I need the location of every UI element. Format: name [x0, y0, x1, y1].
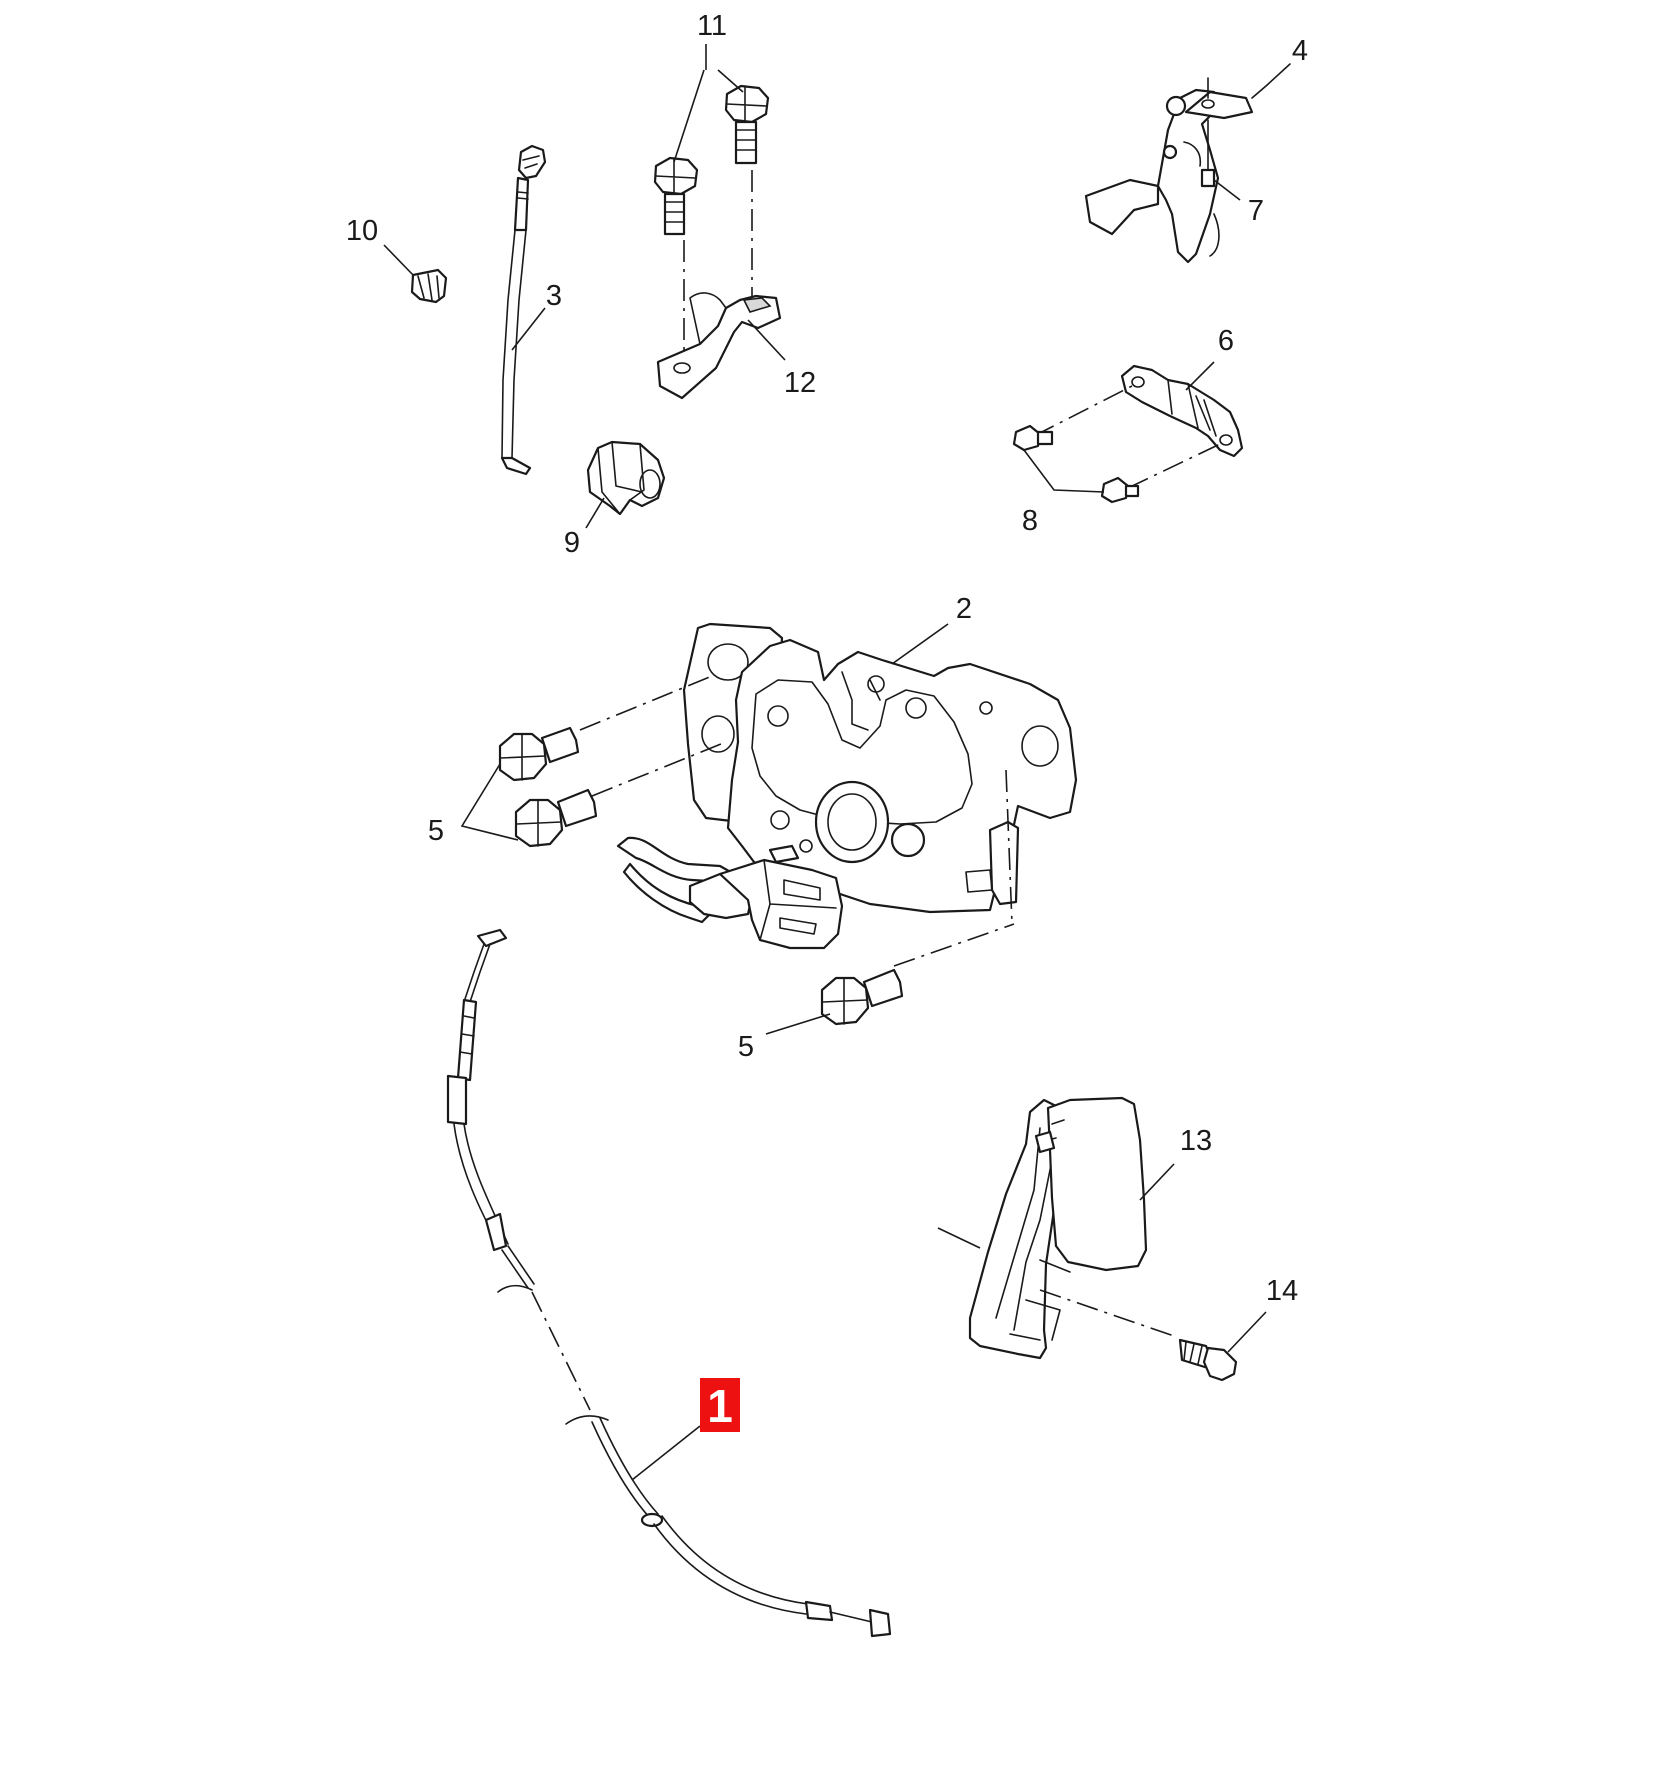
bracket-part[interactable] — [1033, 361, 1244, 489]
catch-bolt-part[interactable] — [1200, 119, 1241, 201]
callout-7: 7 — [1248, 195, 1264, 227]
callout-14: 14 — [1266, 1275, 1298, 1307]
callout-1-badge — [700, 1378, 740, 1432]
bracket-bolts-part[interactable] — [653, 69, 770, 236]
retainer-bracket-part[interactable] — [656, 170, 786, 400]
callout-8: 8 — [1022, 505, 1038, 537]
release-handle-part[interactable] — [937, 1096, 1175, 1360]
handle-screw-part[interactable] — [1178, 1311, 1267, 1382]
callout-9: 9 — [564, 527, 580, 559]
callout-10: 10 — [346, 215, 378, 247]
callout-2: 2 — [956, 593, 972, 625]
prop-rod-part[interactable] — [500, 144, 547, 476]
callout-6: 6 — [1218, 325, 1234, 357]
release-cable-part[interactable] — [446, 928, 892, 1638]
callout-1: 1 — [707, 1380, 733, 1432]
latch-bolts-part[interactable] — [460, 675, 1015, 1035]
callout-11: 11 — [697, 10, 727, 42]
clip-part[interactable] — [383, 244, 448, 304]
callout-5-upper: 5 — [428, 815, 444, 847]
grommet-part[interactable] — [585, 440, 666, 529]
callout-1-highlight[interactable]: 1 — [700, 1378, 740, 1432]
callout-5-lower: 5 — [738, 1031, 754, 1063]
hood-latch-part[interactable] — [616, 622, 1078, 950]
secondary-catch-part[interactable] — [1084, 63, 1291, 264]
callout-13: 13 — [1180, 1125, 1212, 1157]
callout-12: 12 — [784, 367, 816, 399]
callout-3: 3 — [546, 280, 562, 312]
bracket-bolt-part[interactable] — [1012, 424, 1140, 504]
callout-4: 4 — [1292, 35, 1308, 67]
